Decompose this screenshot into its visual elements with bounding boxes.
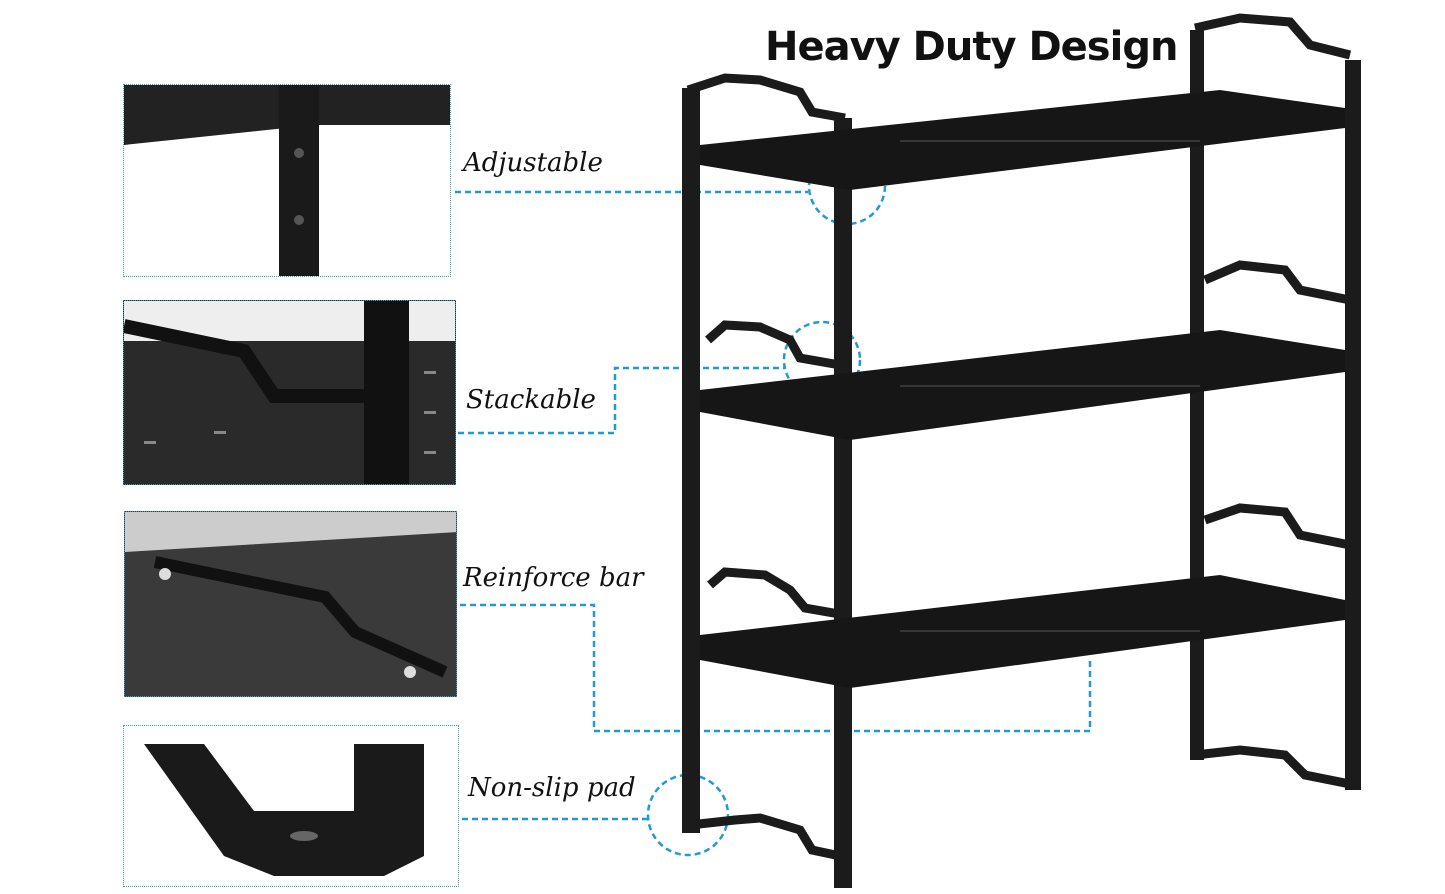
page-title: Heavy Duty Design xyxy=(765,24,1178,70)
adjustable-detail-image xyxy=(123,84,451,277)
reinforce-bar-detail-drawing xyxy=(125,512,456,678)
non-slip-pad-detail-image xyxy=(123,725,459,887)
callout-lines xyxy=(455,146,1092,857)
feature-label-reinforce-bar: Reinforce bar xyxy=(463,563,644,593)
non-slip-pad-detail-drawing xyxy=(144,744,424,876)
adjustable-detail-drawing xyxy=(124,85,450,276)
shelf-perforations xyxy=(900,140,1200,632)
stackable-detail-drawing xyxy=(124,301,455,484)
shelf-unit xyxy=(682,13,1361,888)
reinforce-bar-detail-image xyxy=(124,511,457,697)
feature-label-stackable: Stackable xyxy=(466,385,596,415)
stackable-detail-image xyxy=(123,300,456,485)
feature-label-non-slip-pad: Non-slip pad xyxy=(468,773,636,803)
feature-label-adjustable: Adjustable xyxy=(463,148,603,178)
